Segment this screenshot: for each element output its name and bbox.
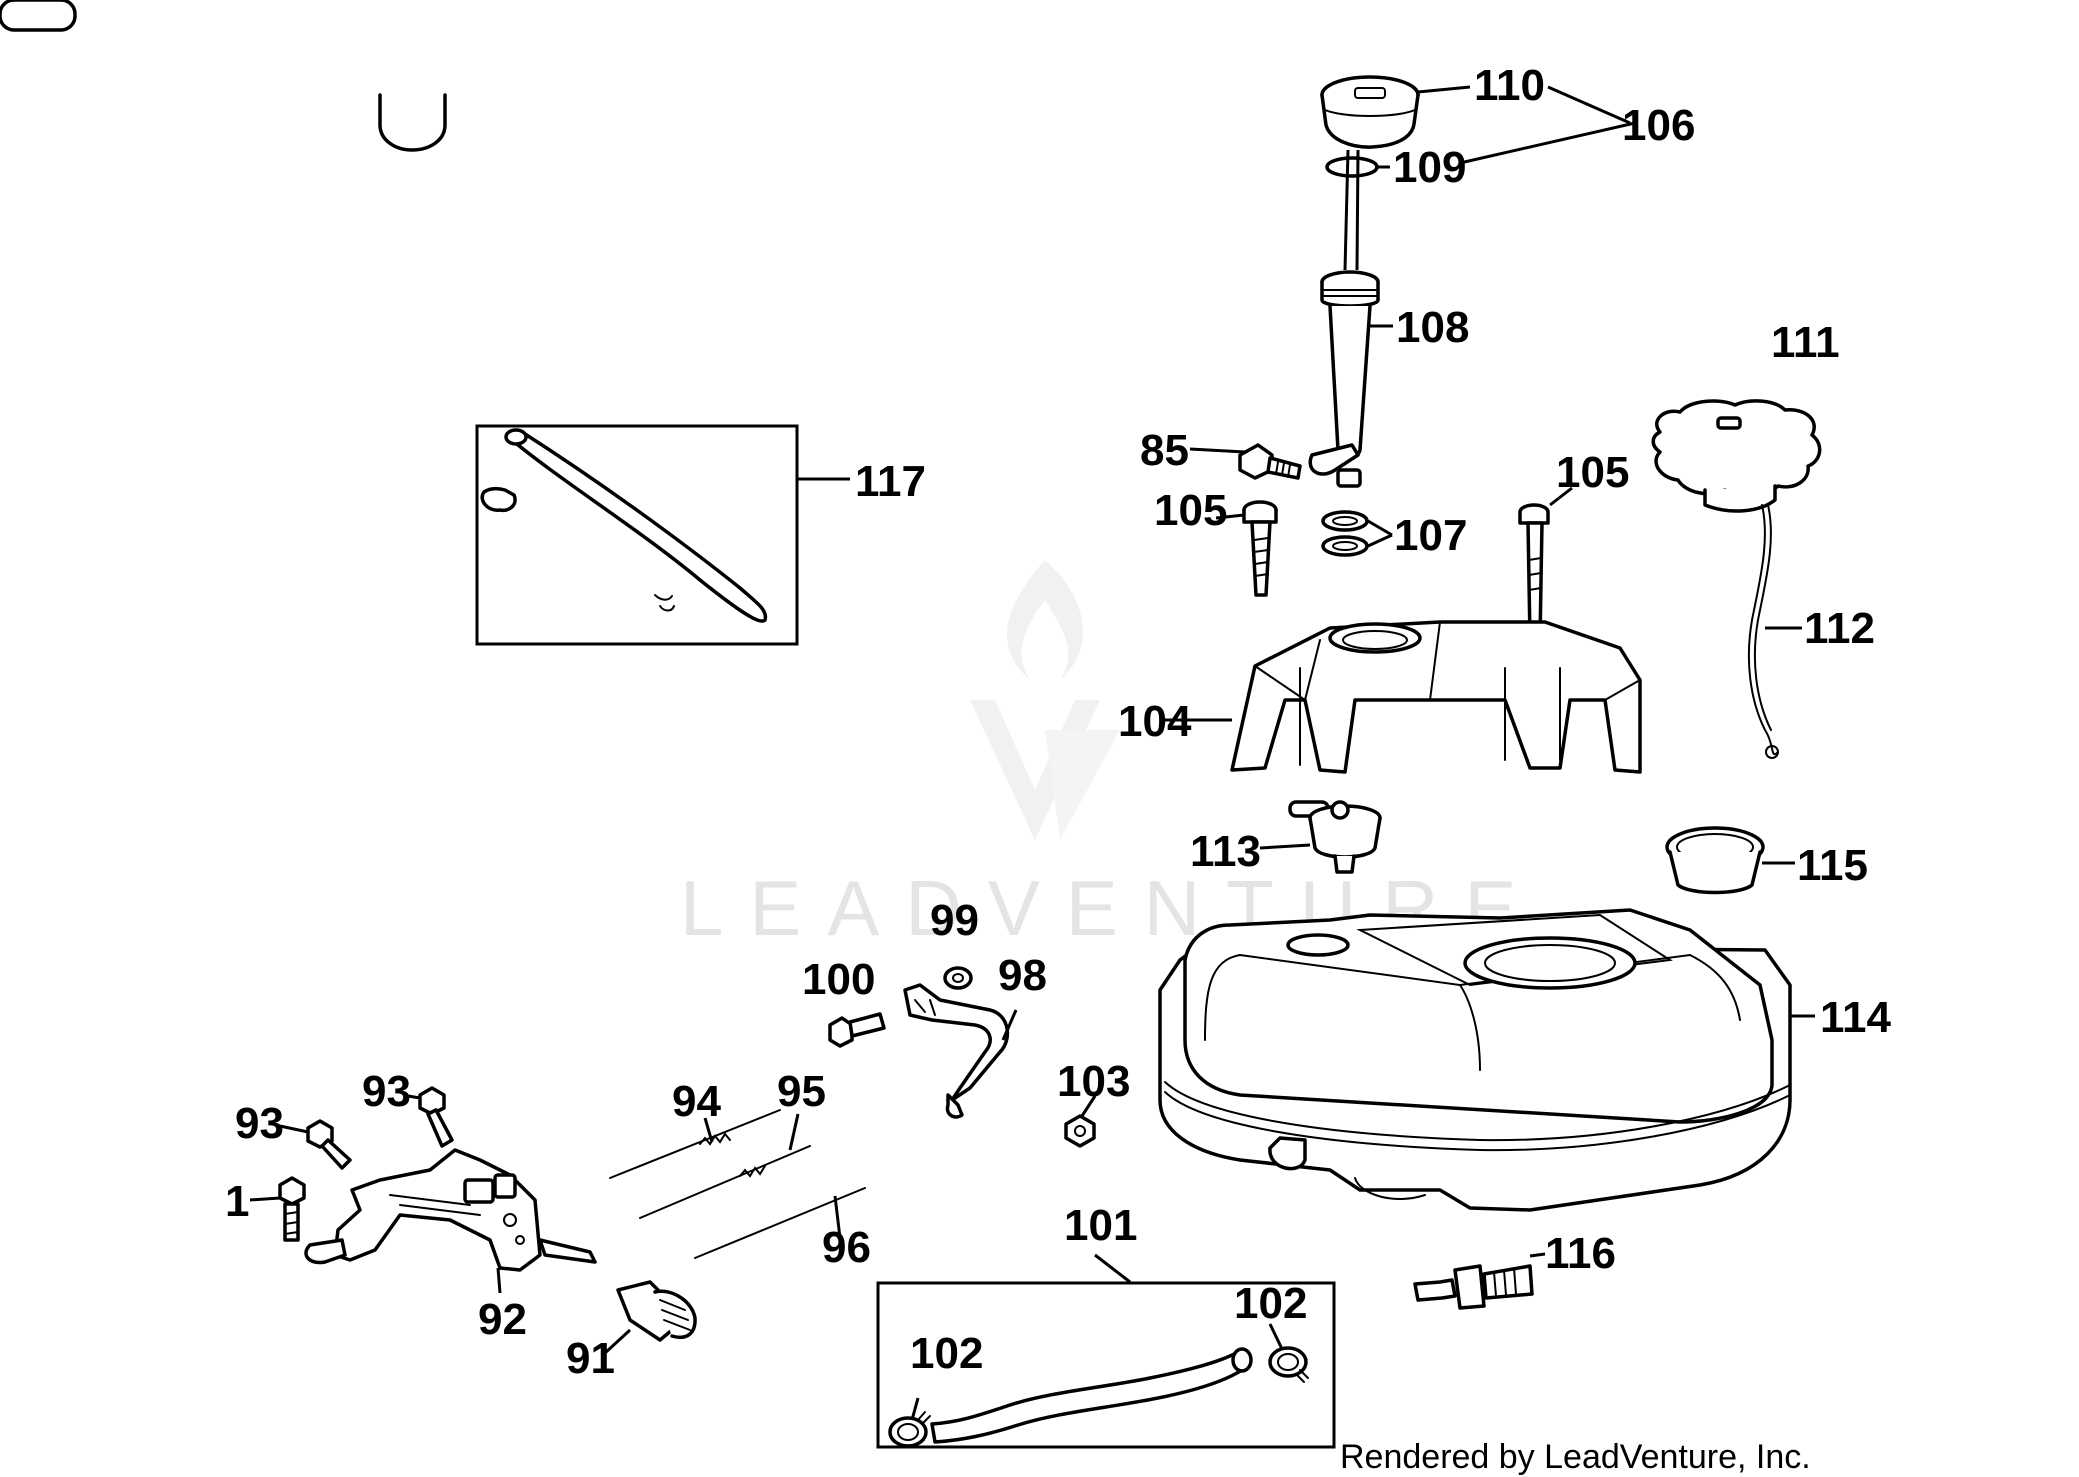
- part-85-bolt: [1238, 443, 1302, 480]
- callout-113: 113: [1190, 827, 1261, 876]
- callout-109: 109: [1393, 143, 1466, 192]
- part-117-box: [475, 424, 799, 646]
- callout-105-left: 105: [1154, 486, 1227, 535]
- part-92-control-bracket: [304, 1148, 597, 1272]
- part-111-fuel-cap: [1651, 399, 1822, 513]
- part-105-bolt-right: [1518, 503, 1550, 642]
- part-99-nut: [943, 966, 973, 990]
- part-107-washers: [1321, 510, 1369, 557]
- callout-117: 117: [855, 457, 926, 506]
- part-102-clamp-right: [1268, 1346, 1309, 1383]
- part-100-bolt: [828, 1012, 886, 1048]
- callout-106: 106: [1622, 101, 1695, 150]
- callout-115: 115: [1797, 841, 1868, 890]
- part-108-dipstick-tube: [1308, 149, 1380, 488]
- part-110-dipstick-cap: [0, 0, 447, 152]
- credit-text: Rendered by LeadVenture, Inc.: [1340, 1438, 1811, 1476]
- callout-102-left: 102: [910, 1329, 983, 1378]
- part-104-tank-shroud: [1230, 620, 1642, 774]
- callout-93-upper: 93: [362, 1067, 411, 1116]
- part-112-chain: [1747, 504, 1779, 759]
- callout-93-lower: 93: [235, 1099, 284, 1148]
- part-93-bolt-upper: [418, 1086, 454, 1148]
- part-113-fuel-valve: [1288, 800, 1382, 874]
- leadventure-logo-watermark: [970, 560, 1120, 840]
- callout-110: 110: [1474, 61, 1545, 110]
- callout-91: 91: [566, 1334, 615, 1383]
- callout-99: 99: [930, 896, 979, 945]
- callout-96: 96: [822, 1223, 871, 1272]
- part-102-clamp-left: [888, 1411, 931, 1448]
- part-95-spring-rod: [639, 1145, 811, 1219]
- part-91-control-knob: [616, 1280, 697, 1342]
- callout-102-right: 102: [1234, 1279, 1307, 1328]
- part-101-box: [876, 1281, 1336, 1449]
- callout-105-right: 105: [1556, 448, 1629, 497]
- callout-112: 112: [1804, 604, 1875, 653]
- callout-103: 103: [1057, 1057, 1130, 1106]
- callout-111: 111: [1771, 318, 1840, 367]
- part-114-fuel-tank: [1158, 908, 1792, 1212]
- callout-1: 1: [225, 1177, 249, 1226]
- part-1-bolt: [278, 1176, 306, 1242]
- callout-92: 92: [478, 1295, 527, 1344]
- part-93-bolt-lower: [306, 1119, 352, 1170]
- callout-100: 100: [802, 955, 875, 1004]
- callout-104: 104: [1118, 697, 1192, 746]
- part-115-fuel-strainer: [1665, 826, 1765, 895]
- callout-101: 101: [1064, 1201, 1137, 1250]
- callout-85: 85: [1140, 426, 1189, 475]
- callout-107: 107: [1394, 511, 1467, 560]
- leader-lines: [249, 85, 1815, 1421]
- part-94-spring-rod: [609, 1109, 781, 1179]
- callout-108: 108: [1396, 303, 1469, 352]
- part-105-bolt-left: [1242, 500, 1278, 597]
- part-116-drain-plug: [1413, 1264, 1534, 1310]
- part-98-bracket: [903, 983, 1010, 1119]
- part-110-cap-body: [1320, 75, 1420, 149]
- callout-114: 114: [1820, 993, 1892, 1042]
- callout-98: 98: [998, 951, 1047, 1000]
- part-109-o-ring: [1325, 156, 1379, 178]
- callout-116: 116: [1545, 1229, 1616, 1278]
- callout-95: 95: [777, 1067, 826, 1116]
- part-103-nut: [1064, 1114, 1096, 1148]
- callout-94: 94: [672, 1077, 721, 1126]
